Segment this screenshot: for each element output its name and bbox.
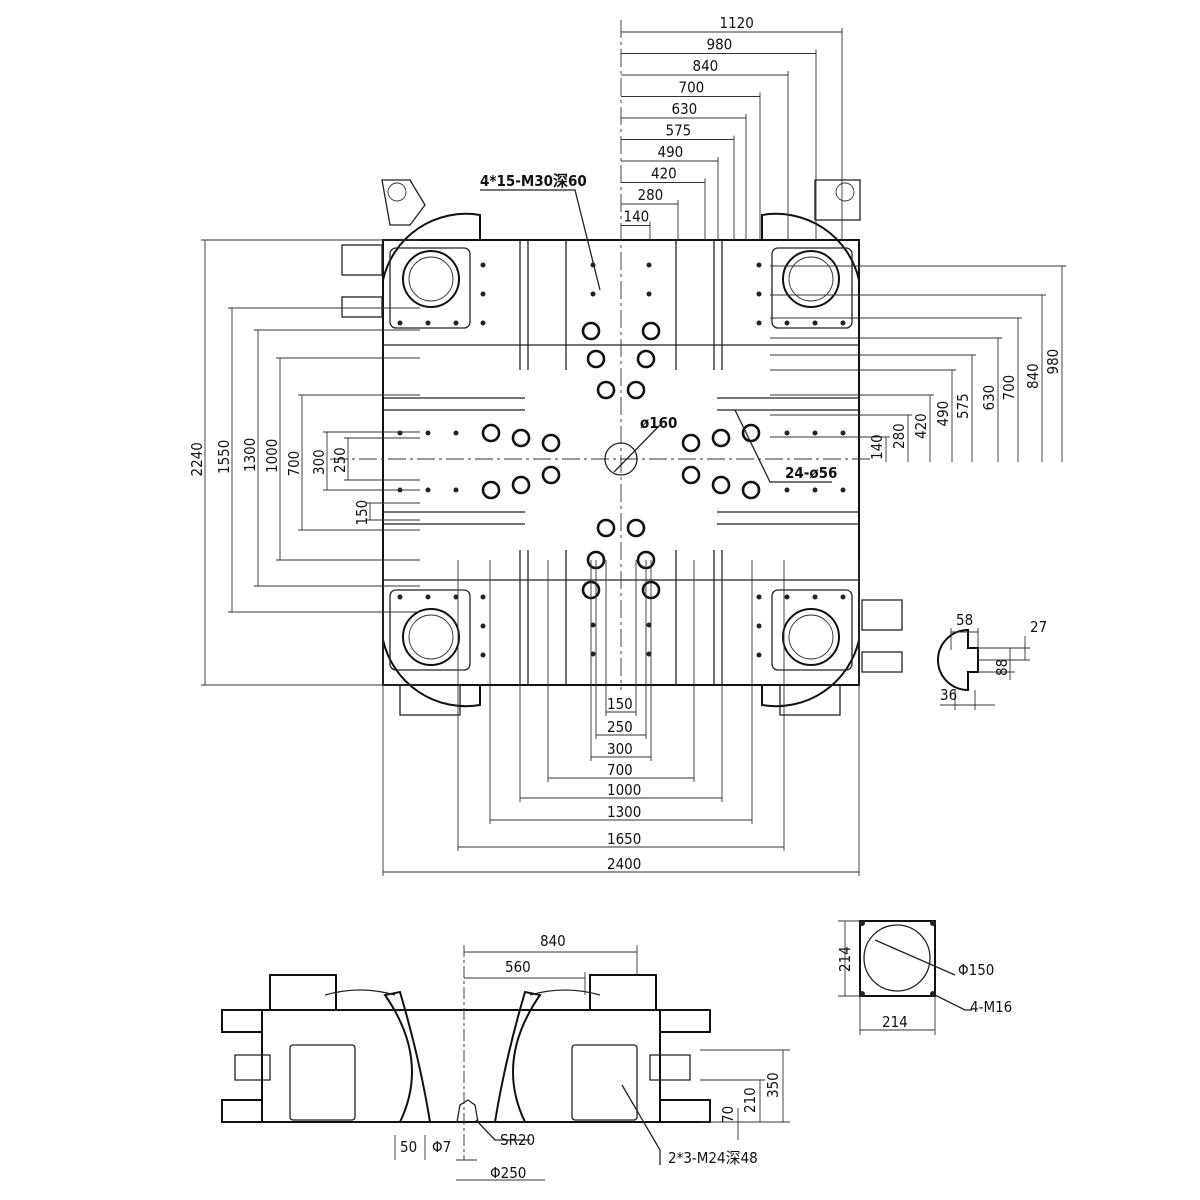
right-dim-label: 630 — [980, 385, 998, 411]
right-dim-label: 700 — [1000, 375, 1018, 401]
left-dim-label: 1000 — [263, 439, 281, 473]
right-dim-label: 140 — [868, 434, 886, 460]
right-dim-label: 420 — [912, 413, 930, 439]
top-dim-label: 1120 — [720, 14, 754, 32]
bottom-dim-label: 1000 — [607, 781, 641, 799]
top-dim-label: 980 — [707, 36, 733, 54]
sec-70: 70 — [719, 1106, 737, 1123]
annotations: 4*15-M30深60 ø160 24-ø56 — [480, 172, 837, 483]
flange-side-v: 214 — [836, 946, 854, 972]
section-view: 840 560 350 210 70 50 Φ7 SR20 Φ250 2*3-M… — [221, 932, 790, 1182]
left-dim-label: 1550 — [215, 440, 233, 474]
bolt-holes — [397, 262, 846, 658]
slot-w58: 58 — [956, 611, 973, 629]
top-dim-label: 280 — [638, 186, 664, 204]
center-hole-note: ø160 — [640, 414, 677, 432]
tapped-holes-note: 4*15-M30深60 — [480, 172, 587, 190]
top-dim-label: 420 — [651, 165, 677, 183]
sec-tap: 2*3-M24深48 — [668, 1149, 758, 1167]
sec-50: 50 — [400, 1138, 417, 1156]
bottom-dim-label: 250 — [607, 718, 633, 736]
bottom-dim-label: 2400 — [607, 855, 641, 873]
top-dim-label: 140 — [624, 208, 650, 226]
slot-w36: 36 — [940, 686, 957, 704]
bottom-dim-label: 150 — [607, 695, 633, 713]
bottom-dim-label: 300 — [607, 740, 633, 758]
sec-phi250: Φ250 — [490, 1164, 526, 1182]
flange-holes: 4-M16 — [970, 998, 1012, 1016]
bottom-dim-label: 700 — [607, 761, 633, 779]
sec-sr20: SR20 — [500, 1131, 535, 1149]
sec-560: 560 — [505, 958, 531, 976]
bottom-dimensions: 150 250 300 700 1000 1300 1650 2400 — [382, 560, 860, 876]
flange-circle: Φ150 — [958, 961, 994, 979]
flange-detail: 214 214 Φ150 4-M16 — [836, 920, 1012, 1035]
top-dim-label: 575 — [666, 122, 692, 140]
left-dim-label: 2240 — [188, 442, 206, 476]
flange-side-h: 214 — [882, 1013, 908, 1031]
right-dim-label: 575 — [954, 393, 972, 419]
slot-detail: 58 27 88 36 — [937, 611, 1047, 710]
sec-210: 210 — [741, 1087, 759, 1113]
sec-840: 840 — [540, 932, 566, 950]
left-dim-label: 700 — [285, 451, 303, 477]
left-dim-label: 250 — [331, 447, 349, 473]
left-dim-label: 300 — [310, 449, 328, 475]
right-dim-label: 980 — [1044, 349, 1062, 375]
bottom-dim-label: 1650 — [607, 830, 641, 848]
top-dimensions: 1120 980 840 700 630 575 490 420 280 140 — [621, 14, 843, 240]
right-dim-label: 490 — [934, 401, 952, 427]
sec-phi7: Φ7 — [432, 1138, 451, 1156]
platen-body — [330, 20, 903, 716]
left-dim-label: 150 — [353, 500, 371, 526]
top-dim-label: 700 — [679, 79, 705, 97]
left-dim-label: 1300 — [241, 438, 259, 472]
right-dim-label: 280 — [890, 423, 908, 449]
slot-d27: 27 — [1030, 618, 1047, 636]
slot-h88: 88 — [993, 659, 1011, 676]
sec-350: 350 — [764, 1072, 782, 1098]
top-dim-label: 840 — [693, 57, 719, 75]
bolt-holes-note: 24-ø56 — [785, 464, 837, 482]
top-dim-label: 490 — [658, 143, 684, 161]
top-dim-label: 630 — [672, 100, 698, 118]
right-dim-label: 840 — [1024, 363, 1042, 389]
bottom-dim-label: 1300 — [607, 803, 641, 821]
